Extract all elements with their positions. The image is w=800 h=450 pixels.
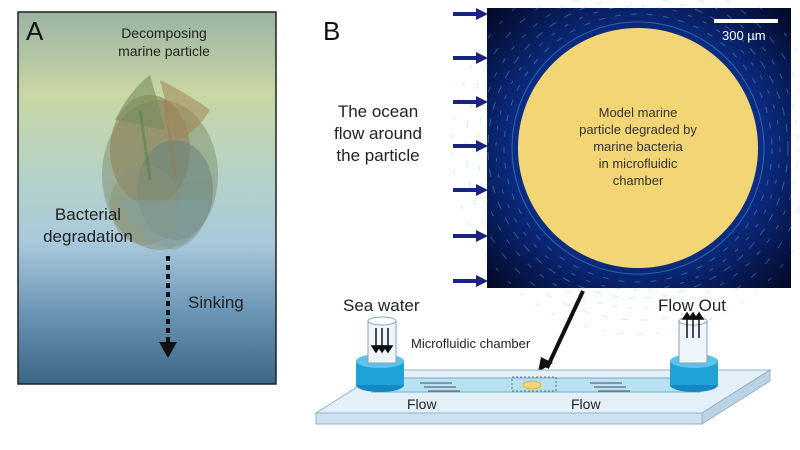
- flow-label-right: Flow: [571, 396, 601, 412]
- flow-arrow-2: [453, 52, 488, 64]
- sinking-label: Sinking: [188, 293, 244, 312]
- model-particle-text: Model marine particle degraded by marine…: [540, 104, 736, 189]
- flow-text-line3: the particle: [336, 146, 420, 165]
- zoom-callout-arrow: [545, 290, 585, 369]
- particle-label-line2: marine particle: [118, 43, 210, 59]
- flow-arrow-1: [453, 8, 488, 20]
- inlet-tube: [367, 316, 397, 364]
- particle-label-line1: Decomposing: [121, 25, 207, 41]
- degradation-line2: degradation: [43, 227, 133, 246]
- ocean-flow-text: The ocean flow around the particle: [316, 101, 440, 167]
- decomposing-particle: [102, 75, 218, 250]
- flow-arrow-6: [453, 230, 488, 242]
- model-particle: [518, 28, 758, 268]
- flow-arrow-7: [453, 275, 488, 287]
- outlet-tube: [678, 311, 708, 364]
- particle-text-line3: marine bacteria: [593, 139, 683, 154]
- ocean-flow-arrows: [453, 8, 488, 287]
- particle-label: Decomposing marine particle: [84, 24, 244, 60]
- microfluidic-device: [314, 354, 772, 425]
- zoom-callout-arrow-head: [538, 357, 553, 372]
- degradation-line1: Bacterial: [54, 205, 122, 224]
- panel-b-letter: B: [323, 16, 341, 46]
- particle-text-line1: Model marine: [598, 105, 678, 120]
- particle-text-line2: particle degraded by: [579, 122, 697, 137]
- flow-text-line2: flow around: [334, 124, 422, 143]
- flow-label-left: Flow: [407, 396, 437, 412]
- flow-out-label: Flow Out: [658, 296, 727, 315]
- particle-text-line5: chamber: [612, 173, 664, 188]
- scale-bar-label: 300 µm: [722, 28, 766, 43]
- flow-arrow-4: [453, 140, 488, 152]
- flow-text-line1: The ocean: [337, 102, 419, 121]
- sinking-arrow-head: [159, 342, 177, 358]
- particle-text-line4: in microfluidic: [598, 156, 678, 171]
- sea-water-label: Sea water: [343, 296, 420, 315]
- chamber-particle: [522, 380, 542, 390]
- flow-arrow-5: [453, 184, 488, 196]
- bacterial-degradation-label: Bacterial degradation: [28, 204, 148, 248]
- flow-arrow-3: [453, 96, 488, 108]
- panel-a-letter: A: [26, 16, 44, 46]
- microfluidic-chamber-label: Microfluidic chamber: [411, 336, 531, 351]
